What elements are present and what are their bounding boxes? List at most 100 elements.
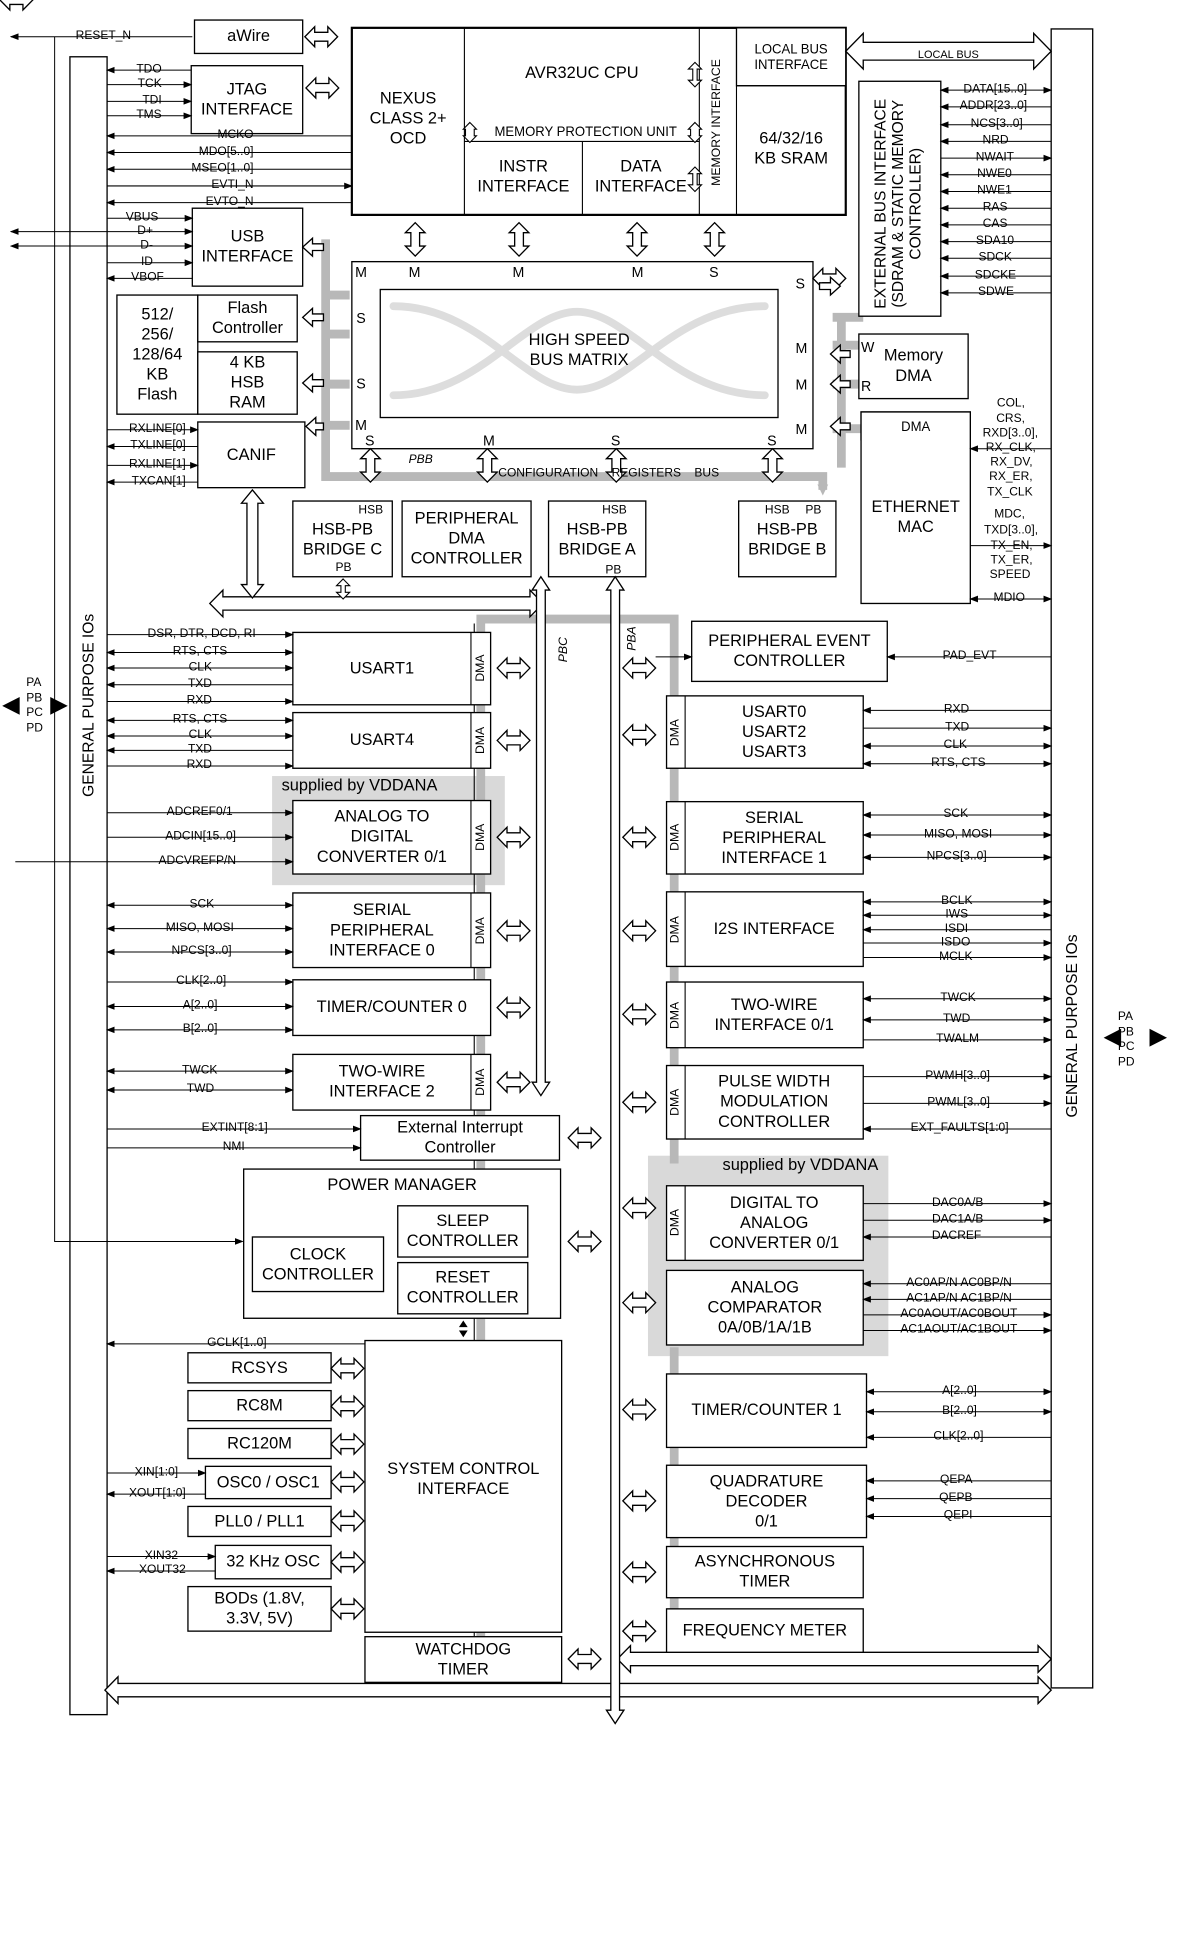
hsb-label: HSB bbox=[602, 503, 627, 517]
signal-label: RX_CLK, bbox=[985, 440, 1036, 455]
pbc-label: PBC bbox=[557, 637, 571, 663]
i2s-block: I2S INTERFACE bbox=[713, 919, 835, 939]
signal-label: TWCK bbox=[182, 1063, 218, 1077]
local-bus-interface: LOCAL BUS INTERFACE bbox=[754, 41, 828, 73]
signal-label: IWS bbox=[945, 907, 969, 921]
signal-label: TDI bbox=[142, 93, 162, 107]
dma-tab: DMA bbox=[474, 917, 488, 945]
signal-label: RAS bbox=[982, 200, 1008, 214]
gpio-pin-label: PD bbox=[1117, 1055, 1135, 1069]
dma-tab: DMA bbox=[474, 726, 488, 755]
vddana-label-right: supplied by VDDANA bbox=[722, 1155, 879, 1175]
gpio-pin-label: PD bbox=[26, 721, 43, 735]
spi0-block: SERIAL PERIPHERAL INTERFACE 0 bbox=[329, 900, 435, 960]
port-s: S bbox=[709, 263, 719, 281]
signal-label: RXD[3..0], bbox=[982, 426, 1039, 440]
signal-label: AC1AP/N AC1BP/N bbox=[906, 1291, 1012, 1305]
bridge-c-block: HSB-PB BRIDGE C bbox=[302, 519, 383, 559]
dma-tab: DMA bbox=[474, 823, 488, 851]
signal-label: RTS, CTS bbox=[172, 644, 228, 659]
mpu-label: MEMORY PROTECTION UNIT bbox=[494, 123, 677, 140]
ethernet-mac-block: ETHERNET MAC bbox=[871, 497, 960, 537]
signal-label: TXD bbox=[187, 742, 212, 756]
watchdog-block: WATCHDOG TIMER bbox=[415, 1639, 512, 1679]
signal-label: MCLK bbox=[939, 949, 973, 964]
data-interface: DATA INTERFACE bbox=[594, 156, 687, 196]
signal-label: CLK[2..0] bbox=[933, 1429, 984, 1443]
signal-label: SDCKE bbox=[974, 268, 1017, 282]
pb-label: PB bbox=[605, 563, 622, 577]
signal-label: COL, bbox=[996, 396, 1025, 410]
dma-tab: DMA bbox=[474, 654, 488, 682]
signal-label: MDIO bbox=[993, 591, 1025, 605]
signal-label: NWE0 bbox=[977, 167, 1012, 181]
pb-label: PB bbox=[335, 561, 352, 575]
signal-label: ADCVREFP/N bbox=[158, 853, 237, 868]
gpio-pin-label: PA bbox=[1117, 1009, 1133, 1024]
tc1-block: TIMER/COUNTER 1 bbox=[691, 1400, 842, 1420]
signal-label: PWMH[3..0] bbox=[925, 1068, 990, 1083]
signal-label: XIN[1:0] bbox=[134, 1465, 179, 1479]
gpio-pin-label: PB bbox=[1117, 1025, 1134, 1039]
cpu-title: AVR32UC CPU bbox=[525, 63, 639, 83]
usb-interface-block: USB INTERFACE bbox=[201, 227, 294, 267]
signal-label: SCK bbox=[943, 807, 969, 821]
port-m: M bbox=[355, 263, 367, 281]
signal-label: TXLINE[0] bbox=[130, 438, 186, 453]
signal-label: SDA10 bbox=[975, 233, 1015, 248]
port-s: S bbox=[767, 431, 777, 449]
awire-block: aWire bbox=[227, 26, 270, 46]
signal-label: AC0AOUT/AC0BOUT bbox=[900, 1307, 1018, 1321]
ethernet-dma-label: DMA bbox=[901, 418, 931, 434]
memory-interface-label: MEMORY INTERFACE bbox=[710, 59, 724, 186]
signal-label: ISDO bbox=[940, 935, 971, 949]
signal-label: CLK bbox=[188, 728, 212, 742]
local-bus-label: LOCAL BUS bbox=[917, 48, 979, 62]
pwm-block: PULSE WIDTH MODULATION CONTROLLER bbox=[718, 1072, 831, 1132]
adc-block: ANALOG TO DIGITAL CONVERTER 0/1 bbox=[316, 807, 447, 867]
signal-label: MCKO bbox=[217, 128, 254, 142]
signal-label: A[2..0] bbox=[182, 998, 218, 1013]
vddana-label-left: supplied by VDDANA bbox=[281, 776, 438, 795]
hsb-label: HSB bbox=[358, 503, 384, 517]
gpio-pin-label: PA bbox=[26, 675, 42, 690]
signal-label: D+ bbox=[137, 223, 153, 238]
rcsys-block: RCSYS bbox=[231, 1357, 288, 1377]
ebi-block: EXTERNAL BUS INTERFACE (SDRAM & STATIC M… bbox=[871, 98, 924, 309]
signal-label: ADCREF0/1 bbox=[166, 804, 233, 819]
sleep-controller-block: SLEEP CONTROLLER bbox=[406, 1211, 519, 1251]
port-m: M bbox=[482, 431, 495, 449]
signal-label: SCK bbox=[189, 897, 215, 911]
bod-block: BODs (1.8V, 3.3V, 5V) bbox=[214, 1588, 305, 1628]
signal-label: RX_DV, bbox=[990, 455, 1033, 469]
signal-label: BCLK bbox=[941, 894, 973, 908]
signal-label: TX_CLK bbox=[987, 485, 1033, 499]
signal-label: CLK bbox=[943, 738, 968, 752]
signal-label: XIN32 bbox=[144, 1548, 179, 1563]
signal-label: NCS[3..0] bbox=[970, 116, 1023, 131]
twi01-block: TWO-WIRE INTERFACE 0/1 bbox=[714, 994, 834, 1034]
block-diagram bbox=[0, 0, 1168, 1725]
canif-block: CANIF bbox=[226, 444, 276, 464]
signal-label: SDWE bbox=[977, 285, 1015, 299]
hsb-label: HSB bbox=[764, 503, 790, 517]
signal-label: RTS, CTS bbox=[172, 712, 228, 726]
freqm-block: FREQUENCY METER bbox=[682, 1621, 848, 1641]
signal-label: TXD[3..0], bbox=[983, 523, 1039, 537]
signal-label: ADCIN[15..0] bbox=[165, 829, 237, 843]
signal-label: TWALM bbox=[936, 1032, 980, 1046]
port-m: M bbox=[512, 263, 525, 281]
port-s: S bbox=[356, 375, 366, 392]
signal-label: XOUT32 bbox=[138, 1563, 186, 1577]
flash-controller-block: Flash Controller bbox=[211, 298, 284, 338]
signal-label: MSEO[1..0] bbox=[191, 161, 254, 175]
sram-block: 64/32/16 KB SRAM bbox=[754, 129, 828, 169]
signal-label: MISO, MOSI bbox=[165, 920, 234, 935]
dma-tab: DMA bbox=[668, 719, 682, 747]
eic-block: External Interrupt Controller bbox=[397, 1117, 523, 1157]
gpio-pin-label: PB bbox=[26, 691, 43, 705]
pba-label: PBA bbox=[625, 626, 639, 651]
osc0-block: OSC0 / OSC1 bbox=[216, 1472, 320, 1492]
signal-label: CAS bbox=[982, 217, 1008, 231]
signal-label: MISO, MOSI bbox=[924, 827, 993, 841]
